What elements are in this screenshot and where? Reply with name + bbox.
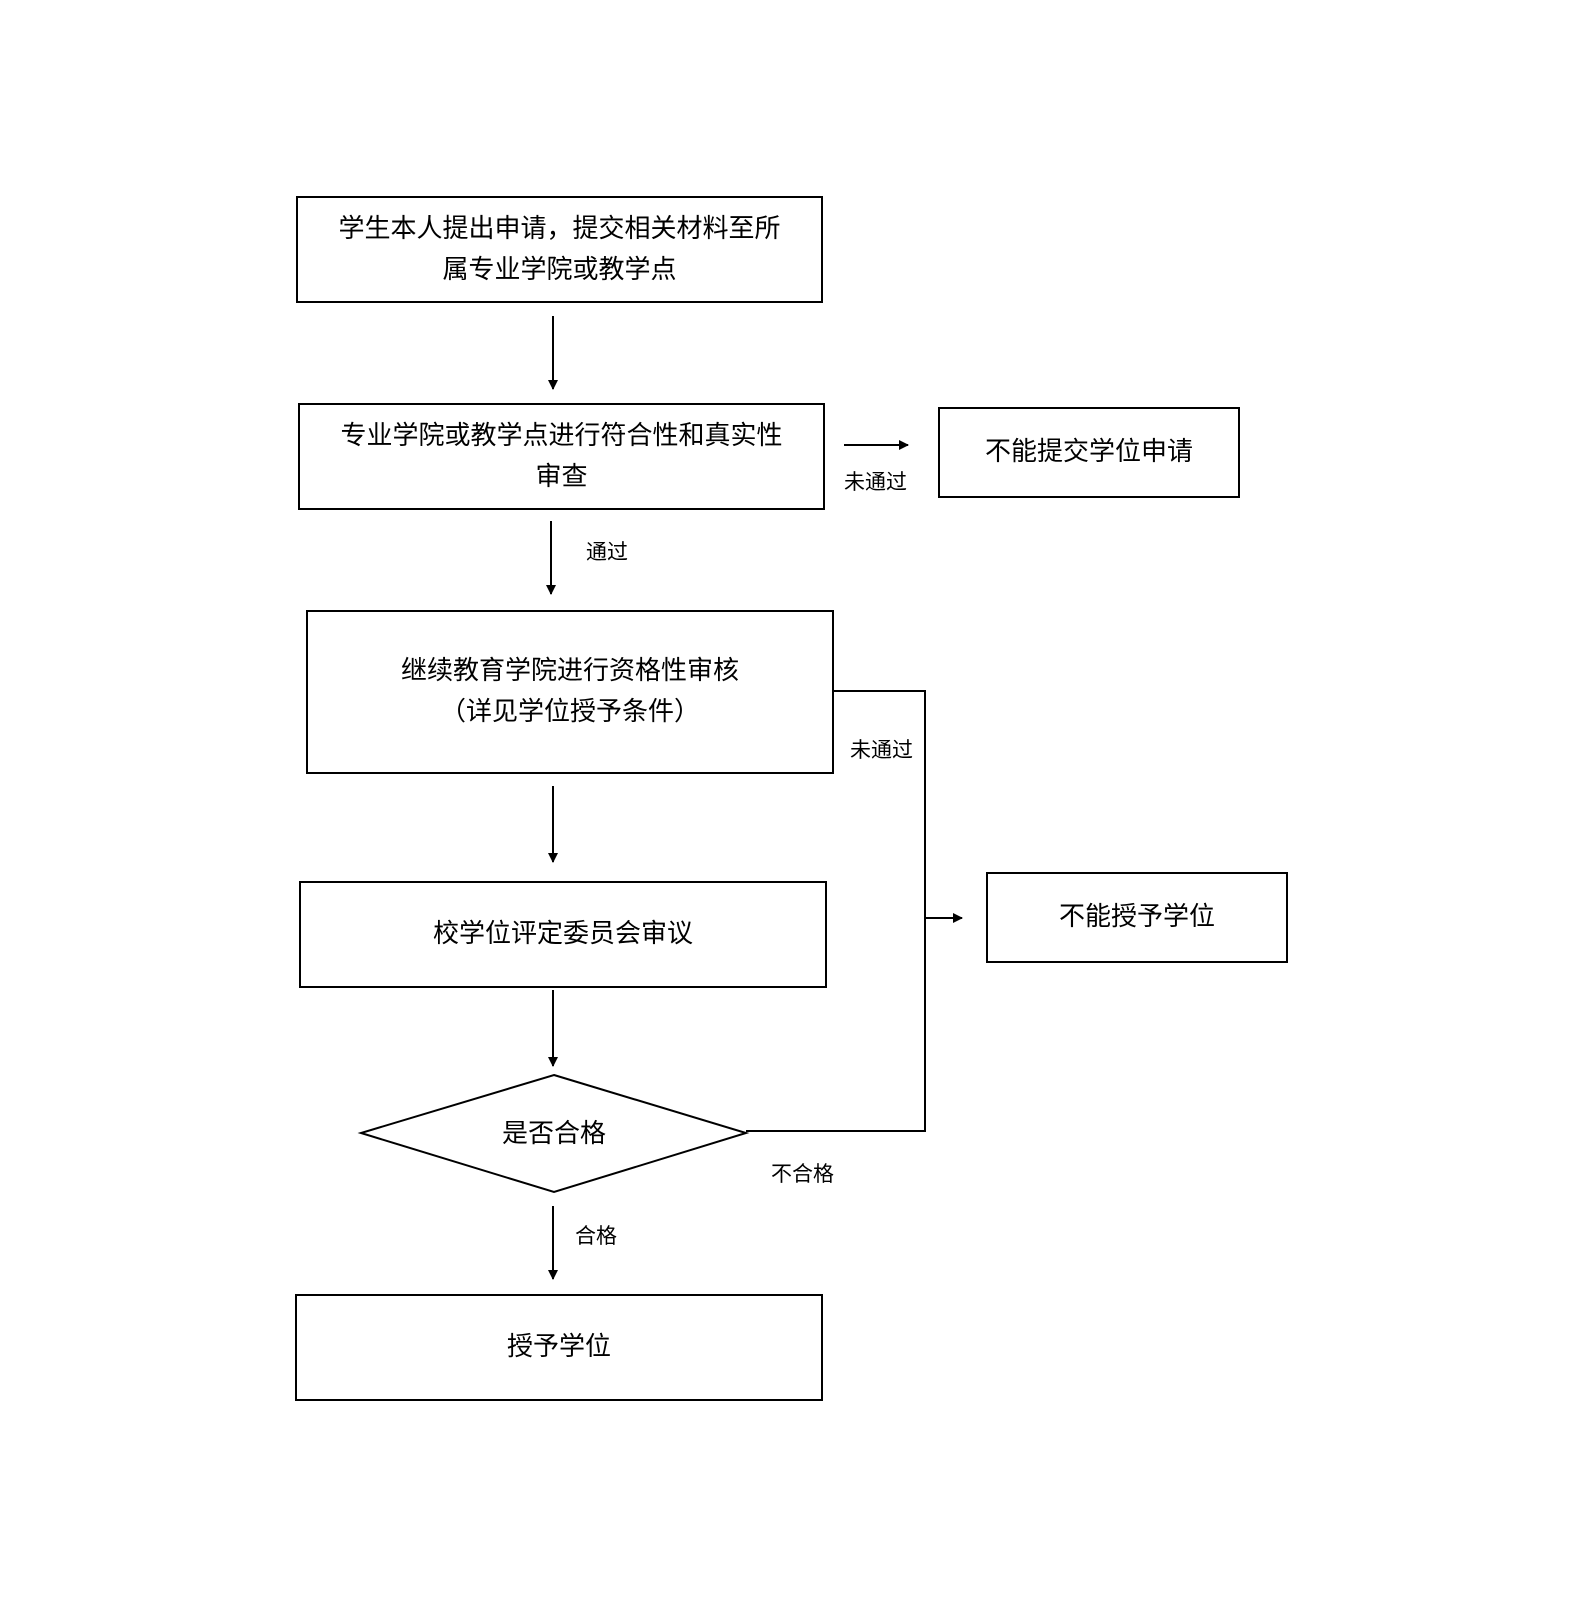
edge-label-decision-fail: 不合格 <box>771 1162 834 1186</box>
edge-label-review2-fail: 未通过 <box>850 738 913 762</box>
node-reject1: 不能提交学位申请 <box>938 407 1240 498</box>
node-apply-line2: 属专业学院或教学点 <box>442 254 677 285</box>
node-review1: 专业学院或教学点进行符合性和真实性 审查 <box>298 403 825 510</box>
node-apply-line1: 学生本人提出申请，提交相关材料至所 <box>338 213 781 244</box>
node-review2-line2: （详见学位授予条件） <box>439 697 700 727</box>
edge-label-decision-pass: 合格 <box>575 1224 617 1248</box>
node-review2-line1: 继续教育学院进行资格性审核 <box>400 656 739 686</box>
decision-diamond <box>357 1073 750 1194</box>
edge-label-review1-pass: 通过 <box>586 540 628 564</box>
node-reject2: 不能授予学位 <box>986 872 1288 963</box>
node-decision-text: 是否合格 <box>501 1119 606 1149</box>
node-reject1-text: 不能提交学位申请 <box>984 437 1193 467</box>
node-committee-text: 校学位评定委员会审议 <box>432 919 693 949</box>
node-reject2-text: 不能授予学位 <box>1058 902 1215 932</box>
edge-label-review1-fail: 未通过 <box>844 470 907 494</box>
node-review1-line1: 专业学院或教学点进行符合性和真实性 <box>340 420 783 451</box>
line-review2-fail <box>746 690 926 1132</box>
node-grant: 授予学位 <box>295 1294 823 1401</box>
node-committee: 校学位评定委员会审议 <box>299 881 827 988</box>
node-grant-text: 授予学位 <box>506 1332 611 1362</box>
node-apply: 学生本人提出申请，提交相关材料至所 属专业学院或教学点 <box>296 196 823 303</box>
node-review1-line2: 审查 <box>535 461 588 492</box>
node-review2: 继续教育学院进行资格性审核 （详见学位授予条件） <box>306 610 834 774</box>
